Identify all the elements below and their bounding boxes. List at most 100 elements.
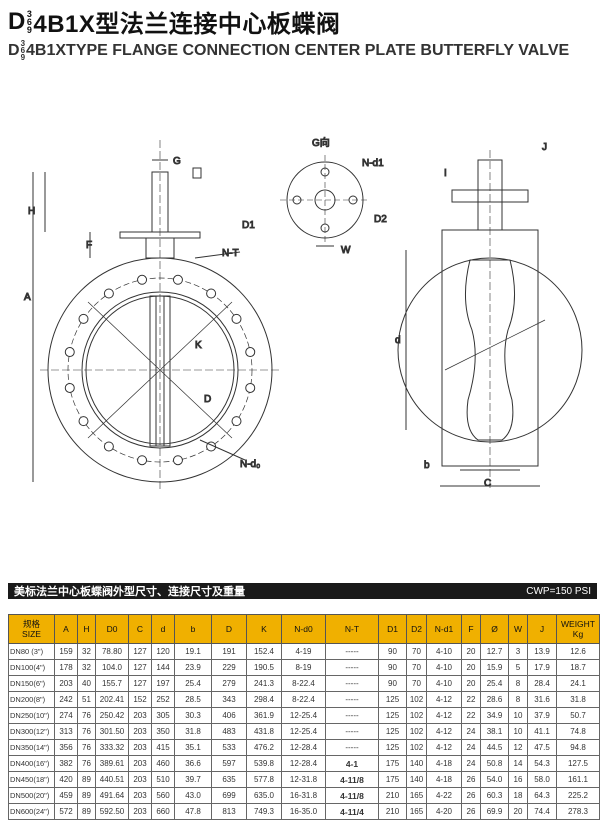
table-cell: 70 [406, 659, 427, 676]
table-cell: 178 [54, 659, 78, 676]
label-J: J [542, 142, 547, 153]
table-cell: 635 [211, 771, 247, 788]
table-cell: 250.42 [95, 707, 129, 724]
bolt-hole [103, 288, 114, 299]
table-cell: 89 [77, 803, 96, 820]
table-cell: 210 [378, 803, 407, 820]
table-cell: 4-1 [325, 755, 379, 772]
table-cell: 202.41 [95, 691, 129, 708]
table-cell: 356 [54, 739, 78, 756]
table-cell: 229 [211, 659, 247, 676]
column-header: F [461, 614, 481, 644]
table-cell: 102 [406, 723, 427, 740]
size-cell: DN80 (3") [8, 643, 55, 660]
g-direction-view: G向 N-d1 D1 D2 W [242, 136, 388, 257]
table-cell: 12.7 [480, 643, 509, 660]
column-header: H [77, 614, 96, 644]
table-cell: ----- [325, 659, 379, 676]
table-cell: 4-18 [426, 755, 462, 772]
table-cell: 4-20 [426, 803, 462, 820]
table-cell: 22 [461, 691, 481, 708]
table-cell: 140 [406, 771, 427, 788]
title-main: 4B1X型法兰连接中心板蝶阀 [33, 11, 341, 38]
table-cell: 12.6 [556, 643, 600, 660]
table-cell: 8 [508, 691, 528, 708]
table-cell: 127 [128, 675, 152, 692]
table-cell: 459 [54, 787, 78, 804]
table-cell: 41.1 [527, 723, 557, 740]
table-cell: 592.50 [95, 803, 129, 820]
table-cell: 38.1 [480, 723, 509, 740]
table-cell: 24 [461, 739, 481, 756]
table-cell: 4-12 [426, 707, 462, 724]
table-cell: 144 [151, 659, 175, 676]
table-cell: 16-35.0 [281, 803, 326, 820]
label-N-d1: N-d1 [362, 158, 384, 169]
size-cell: DN350(14") [8, 739, 55, 756]
table-cell: 60.3 [480, 787, 509, 804]
table-cell: 20 [461, 659, 481, 676]
table-cell: 660 [151, 803, 175, 820]
table-cell: 18.7 [556, 659, 600, 676]
column-header: Ø [480, 614, 509, 644]
table-cell: 533 [211, 739, 247, 756]
table-cell: 4-12 [426, 739, 462, 756]
table-cell: 635.0 [246, 787, 282, 804]
table-cell: 278.3 [556, 803, 600, 820]
table-cell: 165 [406, 787, 427, 804]
valve-technical-drawing: G H F A N-T K D N-d₀ G向 N-d1 D1 D2 W [24, 136, 583, 490]
bolt-hole [137, 455, 148, 466]
table-cell: 8-22.4 [281, 691, 326, 708]
table-cell: 140 [406, 755, 427, 772]
column-header: D0 [95, 614, 129, 644]
table-cell: 25.4 [480, 675, 509, 692]
table-cell: 90 [378, 659, 407, 676]
table-cell: 47.8 [174, 803, 212, 820]
table-cell: 203 [54, 675, 78, 692]
front-view: G H F A N-T K D N-d₀ [24, 140, 280, 490]
table-cell: 125 [378, 723, 407, 740]
table-cell: 22 [461, 707, 481, 724]
table-cell: 406 [211, 707, 247, 724]
label-N-T: N-T [222, 248, 239, 259]
label-A: A [24, 292, 31, 303]
table-cell: 4-12 [426, 723, 462, 740]
bolt-hole [64, 382, 75, 393]
bolt-hole [172, 274, 183, 285]
table-cell: 127.5 [556, 755, 600, 772]
table-cell: 15.9 [480, 659, 509, 676]
page-subtitle: D 3 6 9 4B1XTYPE FLANGE CONNECTION CENTE… [8, 40, 569, 62]
stack-6: 6 [20, 46, 26, 55]
label-W: W [341, 245, 351, 256]
table-cell: 4-11/8 [325, 771, 379, 788]
column-header: d [151, 614, 175, 644]
label-I: I [444, 168, 447, 179]
table-cell: 16 [508, 771, 528, 788]
table-cell: 76 [77, 723, 96, 740]
table-cell: 31.6 [527, 691, 557, 708]
bolt-hole [172, 455, 183, 466]
table-cell: 8-22.4 [281, 675, 326, 692]
size-cell: DN300(12") [8, 723, 55, 740]
table-cell: 12-31.8 [281, 771, 326, 788]
table-cell: 24 [461, 755, 481, 772]
table-cell: 70 [406, 643, 427, 660]
table-cell: 43.0 [174, 787, 212, 804]
table-cell: 25.4 [174, 675, 212, 692]
table-cell: 12-25.4 [281, 707, 326, 724]
table-cell: 76 [77, 707, 96, 724]
bolt-hole [245, 347, 256, 358]
bolt-hole [206, 288, 217, 299]
table-cell: 699 [211, 787, 247, 804]
table-cell: 159 [54, 643, 78, 660]
bolt-hole [78, 313, 89, 324]
table-cell: 361.9 [246, 707, 282, 724]
table-cell: 28.5 [174, 691, 212, 708]
column-header: W [508, 614, 528, 644]
table-cell: 32 [77, 659, 96, 676]
table-cell: 26 [461, 803, 481, 820]
table-cell: 102 [406, 707, 427, 724]
table-cell: 76 [77, 755, 96, 772]
table-cell: 165 [406, 803, 427, 820]
